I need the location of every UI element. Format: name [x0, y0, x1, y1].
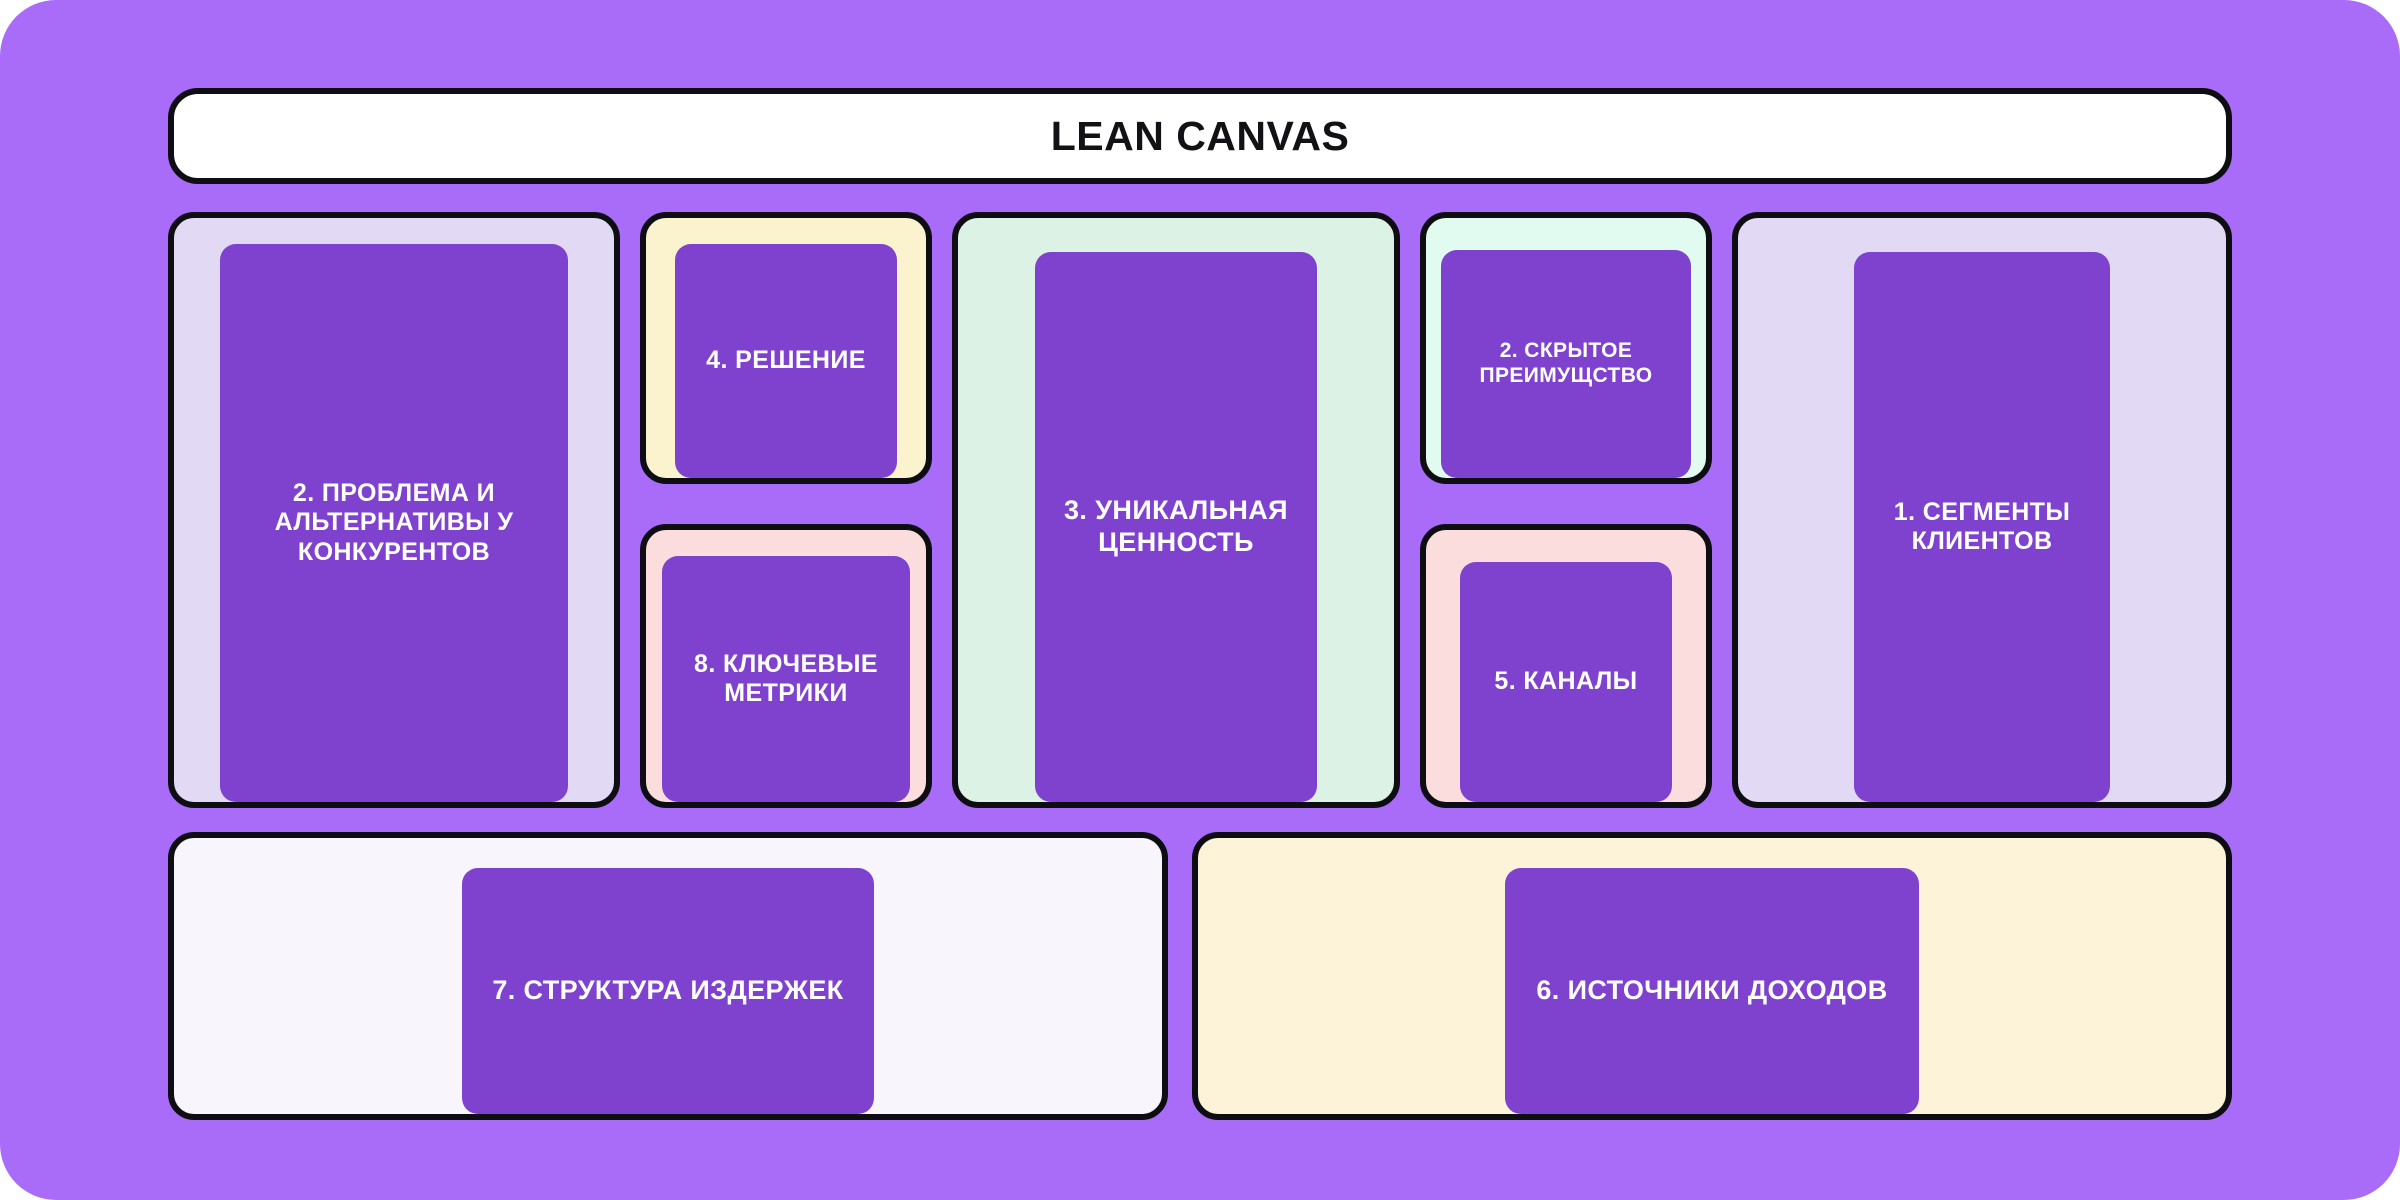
- canvas-block-unique-value[interactable]: 3. УНИКАЛЬНАЯ ЦЕННОСТЬ: [952, 212, 1400, 808]
- canvas-block-key-metrics[interactable]: 8. КЛЮЧЕВЫЕ МЕТРИКИ: [640, 524, 932, 808]
- canvas-block-hidden-advantage[interactable]: 2. СКРЫТОЕ ПРЕИМУЩСТВО: [1420, 212, 1712, 484]
- canvas-block-cost-structure[interactable]: 7. СТРУКТУРА ИЗДЕРЖЕК: [168, 832, 1168, 1120]
- block-label-unique-value: 3. УНИКАЛЬНАЯ ЦЕННОСТЬ: [1035, 252, 1317, 802]
- block-label-hidden-advantage: 2. СКРЫТОЕ ПРЕИМУЩСТВО: [1441, 250, 1691, 478]
- canvas-block-revenue-streams[interactable]: 6. ИСТОЧНИКИ ДОХОДОВ: [1192, 832, 2232, 1120]
- canvas-block-solution[interactable]: 4. РЕШЕНИЕ: [640, 212, 932, 484]
- block-label-channels: 5. КАНАЛЫ: [1460, 562, 1672, 802]
- block-label-key-metrics: 8. КЛЮЧЕВЫЕ МЕТРИКИ: [662, 556, 910, 802]
- block-label-cost-structure: 7. СТРУКТУРА ИЗДЕРЖЕК: [462, 868, 874, 1114]
- block-label-solution: 4. РЕШЕНИЕ: [675, 244, 897, 478]
- page-title: LEAN CANVAS: [1050, 112, 1350, 159]
- block-label-customer-segments: 1. СЕГМЕНТЫ КЛИЕНТОВ: [1854, 252, 2110, 802]
- canvas-block-channels[interactable]: 5. КАНАЛЫ: [1420, 524, 1712, 808]
- canvas-block-customer-segments[interactable]: 1. СЕГМЕНТЫ КЛИЕНТОВ: [1732, 212, 2232, 808]
- block-label-problem: 2. ПРОБЛЕМА И АЛЬТЕРНАТИВЫ У КОНКУРЕНТОВ: [220, 244, 568, 802]
- canvas-block-problem[interactable]: 2. ПРОБЛЕМА И АЛЬТЕРНАТИВЫ У КОНКУРЕНТОВ: [168, 212, 620, 808]
- block-label-revenue-streams: 6. ИСТОЧНИКИ ДОХОДОВ: [1505, 868, 1919, 1114]
- canvas-title-bar: LEAN CANVAS: [168, 88, 2232, 184]
